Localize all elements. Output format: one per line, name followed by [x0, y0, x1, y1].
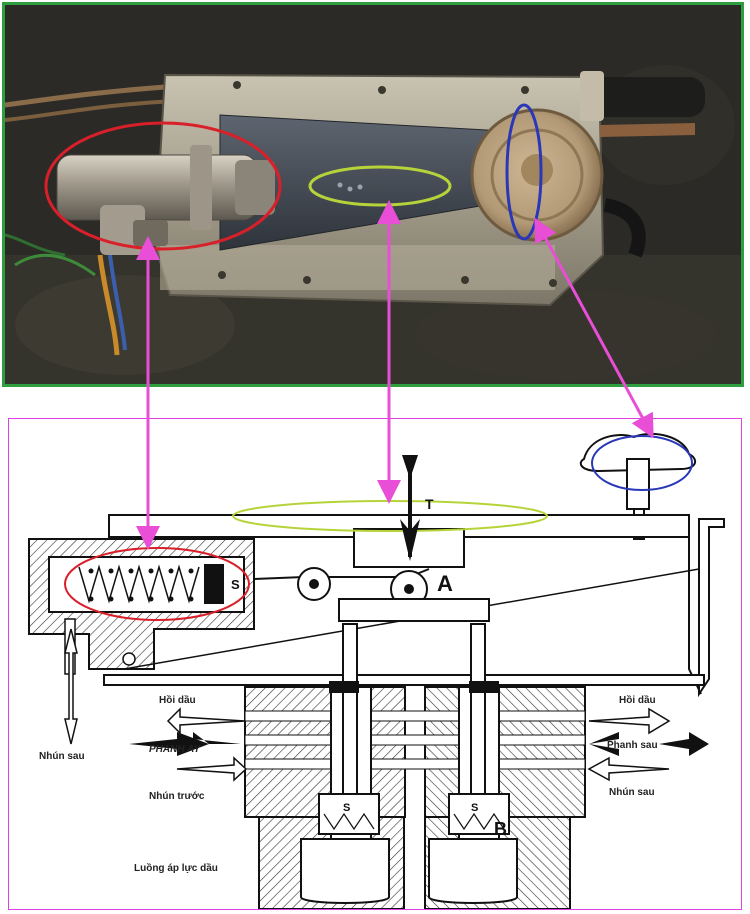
left-flow-arrows [64, 628, 248, 782]
label-S-valve2: S [471, 802, 478, 814]
right-nhun-sau-label: Nhún sau [609, 787, 655, 798]
left-nhun-truoc-label: Nhún trước [149, 791, 205, 802]
cylinder-highlight-ellipse [44, 121, 282, 251]
right-hoi-dau-label: Hồi dầu [619, 694, 656, 706]
left-nhun-sau-label: Nhún sau [39, 751, 85, 762]
left-hoi-dau-label: Hồi dầu [159, 694, 196, 706]
left-phanh-truoc-label: PHANH AY [149, 744, 201, 755]
valve-body: S S B [244, 623, 586, 909]
cap-highlight-ellipse [505, 103, 543, 241]
valve-cross-section-diagram: T S [8, 418, 742, 910]
label-S-piston: S [231, 577, 240, 592]
pressure-flow-label: Luồng áp lực dầu [134, 862, 218, 874]
label-T: T [425, 496, 434, 512]
valve-photo-image [5, 5, 741, 384]
force-arrow-T: T [400, 455, 434, 561]
right-phanh-sau-label: Phanh sau [607, 740, 658, 751]
label-B: B [494, 819, 507, 839]
label-S-valve1: S [343, 802, 350, 814]
valve-photo [2, 2, 744, 387]
diagram-drawing: T S [28, 432, 725, 909]
top-plate [108, 500, 690, 568]
left-cylinder: S [28, 538, 255, 675]
right-flow-arrows [587, 707, 709, 782]
label-A: A [437, 571, 453, 596]
